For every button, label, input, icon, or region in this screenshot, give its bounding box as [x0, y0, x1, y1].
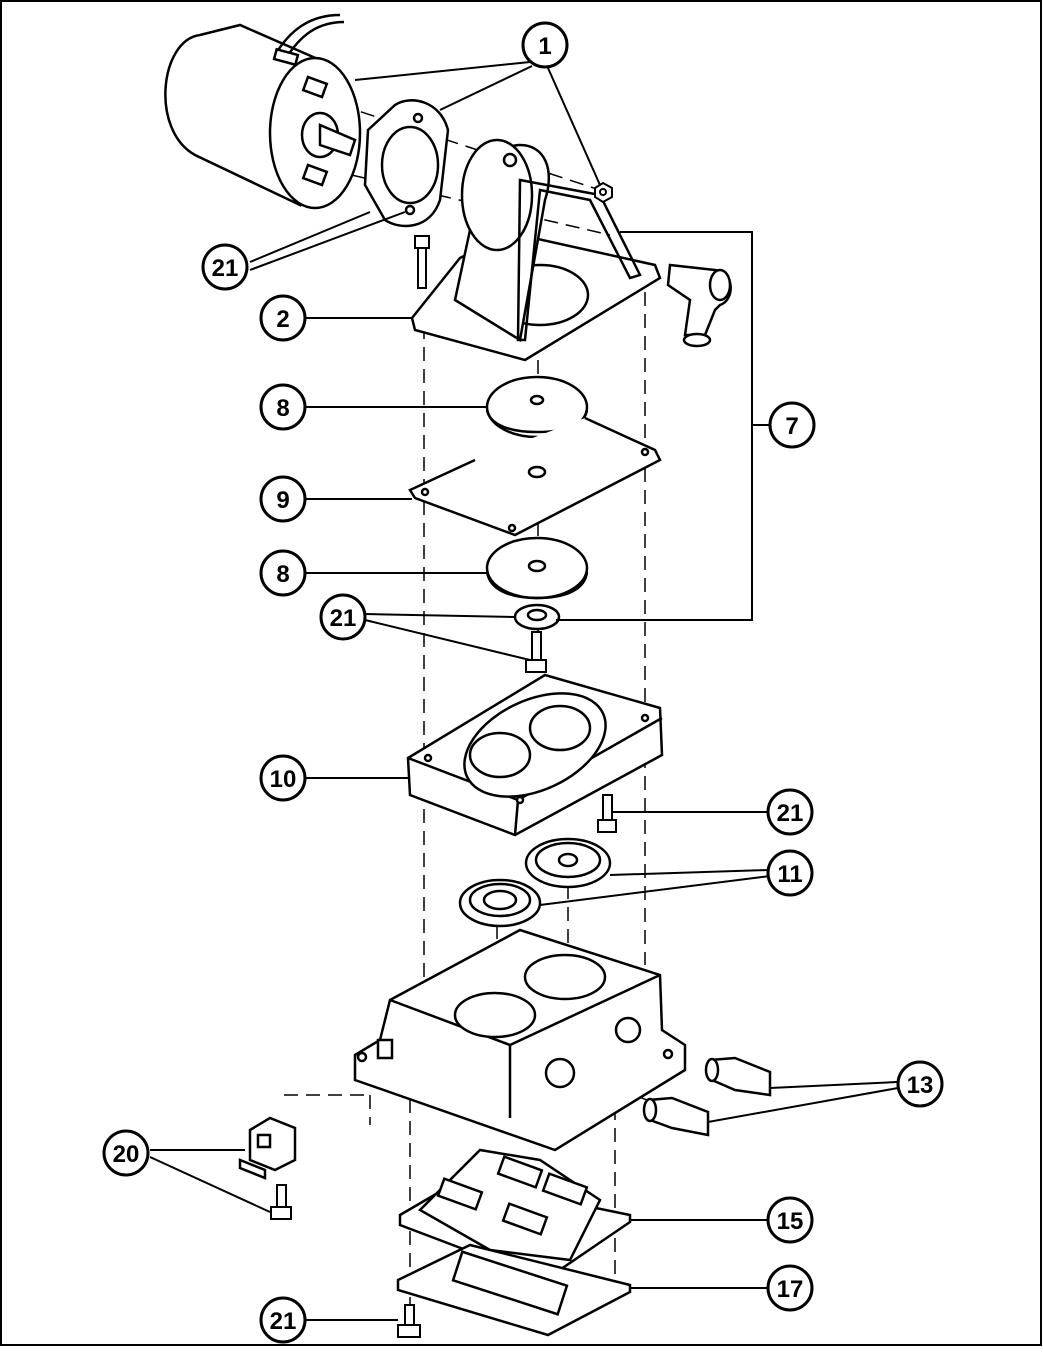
callout-8b: 8 — [259, 549, 307, 597]
disc-lower — [485, 536, 589, 600]
callout-1-label: 1 — [538, 33, 551, 60]
callout-21a-label: 21 — [212, 255, 239, 282]
callout-10: 10 — [259, 754, 307, 802]
gasket — [396, 1243, 632, 1337]
motor — [164, 13, 362, 210]
valve-solid — [524, 837, 612, 889]
adapter-plate — [363, 99, 450, 228]
callout-2-circle — [259, 294, 307, 342]
callout-13-circle — [896, 1060, 944, 1108]
callout-8b-label: 8 — [276, 561, 289, 588]
callout-1-circle — [521, 21, 569, 69]
callout-7-circle — [768, 401, 816, 449]
washer — [513, 603, 561, 631]
callout-21b: 21 — [319, 593, 367, 641]
callout-9-circle — [259, 475, 307, 523]
pump-bracket — [410, 138, 662, 362]
screw-right — [597, 794, 617, 833]
callout-9-label: 9 — [276, 487, 289, 514]
leader-lines — [149, 61, 899, 1321]
callout-11-circle — [766, 849, 814, 897]
callout-2-label: 2 — [276, 306, 289, 333]
callout-21b-circle — [319, 593, 367, 641]
pump-body — [353, 928, 687, 1152]
screw-center — [525, 631, 547, 673]
callout-13-label: 13 — [907, 1072, 934, 1099]
callout-21d-label: 21 — [270, 1308, 297, 1335]
hose-fitting-upper — [704, 1056, 772, 1097]
valve-flower — [458, 878, 542, 928]
callout-8b-circle — [259, 549, 307, 597]
callout-21d-circle — [259, 1296, 307, 1344]
callout-10-label: 10 — [270, 766, 297, 793]
callout-8a-label: 8 — [276, 395, 289, 422]
callout-15-label: 15 — [777, 1208, 804, 1235]
callout-15: 15 — [766, 1196, 814, 1244]
callout-7-label: 7 — [785, 413, 798, 440]
pump-housing — [406, 673, 664, 837]
callout-21a-circle — [201, 243, 249, 291]
callout-8a-circle — [259, 383, 307, 431]
nut — [594, 181, 613, 204]
diaphragm-plate — [408, 416, 662, 537]
callout-10-circle — [259, 754, 307, 802]
callout-15-circle — [766, 1196, 814, 1244]
callout-21a: 21 — [201, 243, 249, 291]
callout-21c-circle — [766, 788, 814, 836]
callout-21c: 21 — [766, 788, 814, 836]
callout-17: 17 — [766, 1264, 814, 1312]
callout-8a: 8 — [259, 383, 307, 431]
callout-13: 13 — [896, 1060, 944, 1108]
callout-20-label: 20 — [113, 1141, 140, 1168]
callout-17-circle — [766, 1264, 814, 1312]
callout-11-label: 11 — [777, 861, 802, 888]
callout-17-label: 17 — [777, 1276, 804, 1303]
clamp-screw — [270, 1184, 292, 1220]
callout-1: 1 — [521, 21, 569, 69]
callout-21b-label: 21 — [330, 605, 357, 632]
callout-21d: 21 — [259, 1296, 307, 1344]
clamp — [238, 1116, 297, 1180]
callout-2: 2 — [259, 294, 307, 342]
bottom-screw — [397, 1304, 421, 1338]
callout-21c-label: 21 — [777, 800, 804, 827]
callout-11: 11 — [766, 849, 814, 897]
callout-20: 20 — [102, 1129, 150, 1177]
callout-9: 9 — [259, 475, 307, 523]
callout-7: 7 — [768, 401, 816, 449]
callout-20-circle — [102, 1129, 150, 1177]
hose-fitting-lower — [642, 1096, 710, 1137]
elbow-fitting — [666, 263, 732, 348]
bolt-top — [414, 235, 430, 289]
